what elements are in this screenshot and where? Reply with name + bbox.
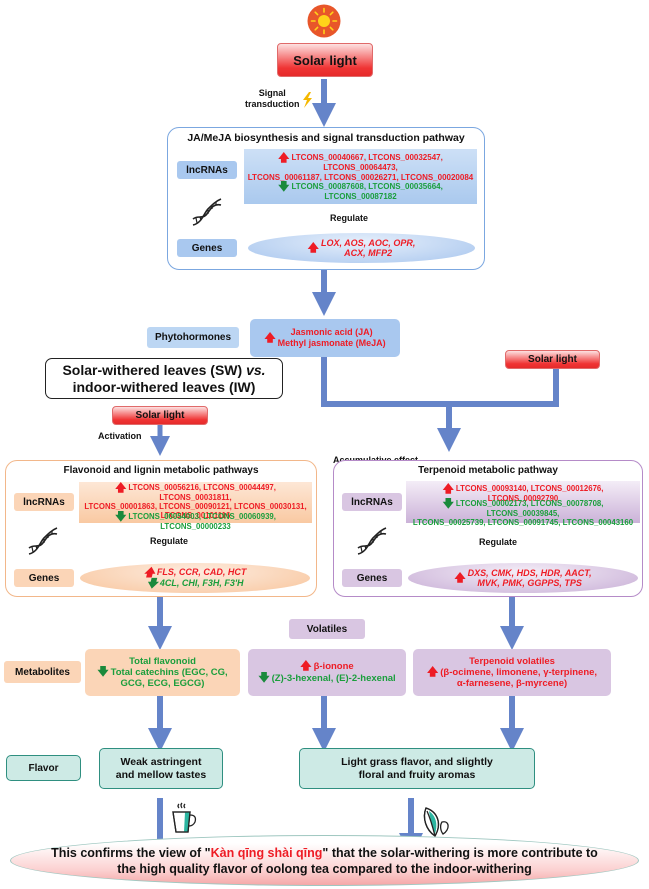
conclusion-banner: This confirms the view of "Kàn qīng shài… (10, 835, 639, 886)
flavor-label: Flavor (6, 755, 81, 781)
up-arrow-icon: 🡅 (454, 572, 466, 584)
phytohormones-box: 🡅 Jasmonic acid (JA) Methyl jasmonate (M… (250, 319, 400, 357)
sun-icon (307, 4, 341, 38)
up-arrow-icon: 🡅 (278, 152, 290, 164)
volatiles-box: 🡅β-ionone 🡇(Z)-3-hexenal, (E)-2-hexenal (248, 649, 406, 696)
flavonoid-genes-up-list: 🡅FLS, CCR, CAD, HCT (143, 567, 247, 579)
comparison-sw-label: Solar-withered leaves (SW) (62, 361, 247, 378)
flavonoid-lncrnas-down-list: 🡇LTCONS_00054003, LTCONS_00060939, LTCON… (115, 511, 276, 532)
phytohormones-label: Phytohormones (147, 327, 239, 348)
conclusion-highlight: Kàn qīng shài qīng (210, 845, 323, 860)
down-arrow-icon: 🡇 (97, 666, 109, 679)
terpenoid-lncrnas-label: lncRNAs (342, 493, 402, 511)
dna-icon (355, 524, 389, 558)
down-arrow-icon: 🡇 (278, 181, 290, 193)
up-arrow-icon: 🡅 (307, 242, 319, 254)
up-arrow-icon: 🡅 (442, 483, 454, 495)
solar-light-left-box: Solar light (112, 406, 208, 425)
ja-lncrnas-down-list: 🡇LTCONS_00087608, LTCONS_00035664, LTCON… (278, 181, 443, 202)
up-arrow-icon: 🡅 (264, 332, 276, 344)
terpenoid-genes-ellipse: 🡅 DXS, CMK, HDS, HDR, AACT,MVK, PMK, GGP… (408, 563, 638, 593)
down-arrow-icon: 🡇 (146, 577, 158, 590)
ja-lncrnas-panel: 🡅LTCONS_00040667, LTCONS_00032547, LTCON… (244, 149, 477, 204)
terpenoid-lncrnas-panel: 🡅LTCONS_00093140, LTCONS_00012676, LTCON… (406, 481, 640, 527)
terpenoid-regulate-label: Regulate (479, 537, 518, 547)
up-arrow-icon: 🡅 (143, 567, 155, 579)
conclusion-line-1: This confirms the view of "Kàn qīng shài… (51, 845, 598, 860)
down-arrow-icon: 🡇 (442, 498, 454, 510)
beta-ionone-label: 🡅β-ionone (300, 659, 354, 672)
signal-transduction-label: Signal transduction (245, 88, 300, 109)
flavonoid-lncrnas-up-list: 🡅LTCONS_00056216, LTCONS_00044497, LTCON… (84, 482, 307, 521)
terpenoid-genes-label: Genes (342, 569, 402, 587)
metabolites-label: Metabolites (4, 661, 81, 683)
conclusion-line-2: the high quality flavor of oolong tea co… (117, 861, 532, 876)
aroma-box: Light grass flavor, and slightly floral … (299, 748, 535, 789)
solar-light-label: Solar light (293, 52, 357, 68)
up-arrow-icon: 🡅 (300, 659, 312, 672)
flavonoid-lncrnas-label: lncRNAs (14, 493, 74, 511)
up-arrow-icon: 🡅 (115, 482, 127, 494)
taste-box: Weak astringent and mellow tastes (99, 748, 223, 789)
volatiles-label: Volatiles (289, 619, 365, 639)
lightning-icon (300, 92, 314, 108)
down-arrow-icon: 🡇 (115, 511, 127, 523)
dna-icon (26, 524, 60, 558)
activation-label: Activation (98, 431, 142, 441)
ja-genes-ellipse: 🡅 LOX, AOS, AOC, OPR,ACX, MFP2 (248, 233, 475, 263)
flavonoid-genes-down-list: 🡇4CL, CHI, F3H, F3'H (146, 577, 244, 590)
dna-icon (190, 195, 224, 229)
terpenoid-volatiles-box: Terpenoid volatiles 🡅(β-ocimene, limonen… (413, 649, 611, 696)
tea-cup-icon (170, 802, 198, 834)
total-catechins-label: 🡇Total catechins (EGC, CG, (97, 666, 228, 679)
ja-regulate-label: Regulate (330, 213, 369, 223)
methyl-jasmonate-label: Methyl jasmonate (MeJA) (277, 338, 386, 348)
flavonoid-genes-label: Genes (14, 569, 74, 587)
up-arrow-icon: 🡅 (426, 666, 439, 679)
ja-pathway-title: JA/MeJA biosynthesis and signal transduc… (187, 132, 465, 144)
hexenal-label: 🡇(Z)-3-hexenal, (E)-2-hexenal (258, 671, 396, 684)
tea-leaf-icon (422, 806, 452, 840)
comparison-title-box: Solar-withered leaves (SW) vs. indoor-wi… (45, 358, 283, 399)
terpenoid-pathway-title: Terpenoid metabolic pathway (418, 465, 558, 476)
ja-lncrnas-up-list: 🡅LTCONS_00040667, LTCONS_00032547, LTCON… (247, 152, 474, 183)
ja-lncrnas-label: lncRNAs (177, 161, 237, 179)
comparison-vs: vs. (246, 361, 266, 378)
flavonoid-metabolites-box: Total flavonoid 🡇Total catechins (EGC, C… (85, 649, 240, 696)
total-flavonoid-label: Total flavonoid (129, 656, 196, 667)
down-arrow-icon: 🡇 (258, 671, 270, 684)
ja-genes-label: Genes (177, 239, 237, 257)
flavonoid-regulate-label: Regulate (150, 536, 189, 546)
terpenoid-volatiles-title: Terpenoid volatiles (469, 656, 555, 667)
flavonoid-genes-ellipse: 🡅FLS, CCR, CAD, HCT 🡇4CL, CHI, F3H, F3'H (80, 563, 310, 593)
ja-genes-list: LOX, AOS, AOC, OPR,ACX, MFP2 (320, 238, 416, 258)
jasmonic-acid-label: Jasmonic acid (JA) (290, 327, 373, 337)
terpenoid-lncrnas-up-list: 🡅LTCONS_00093140, LTCONS_00012676, LTCON… (442, 483, 604, 504)
solar-light-top-box: Solar light (277, 43, 373, 77)
terpenoid-lncrnas-down-list: 🡇LTCONS_00002173, LTCONS_00078708, LTCON… (412, 498, 634, 528)
comparison-iw-label: indoor-withered leaves (IW) (72, 378, 256, 395)
solar-light-right-box: Solar light (505, 350, 600, 369)
terpenoid-genes-list: DXS, CMK, HDS, HDR, AACT,MVK, PMK, GGPPS… (467, 568, 592, 588)
flavonoid-pathway-title: Flavonoid and lignin metabolic pathways (63, 465, 259, 476)
connector-phyto-to-merge (321, 357, 559, 407)
flavonoid-lncrnas-panel: 🡅LTCONS_00056216, LTCONS_00044497, LTCON… (79, 482, 312, 531)
